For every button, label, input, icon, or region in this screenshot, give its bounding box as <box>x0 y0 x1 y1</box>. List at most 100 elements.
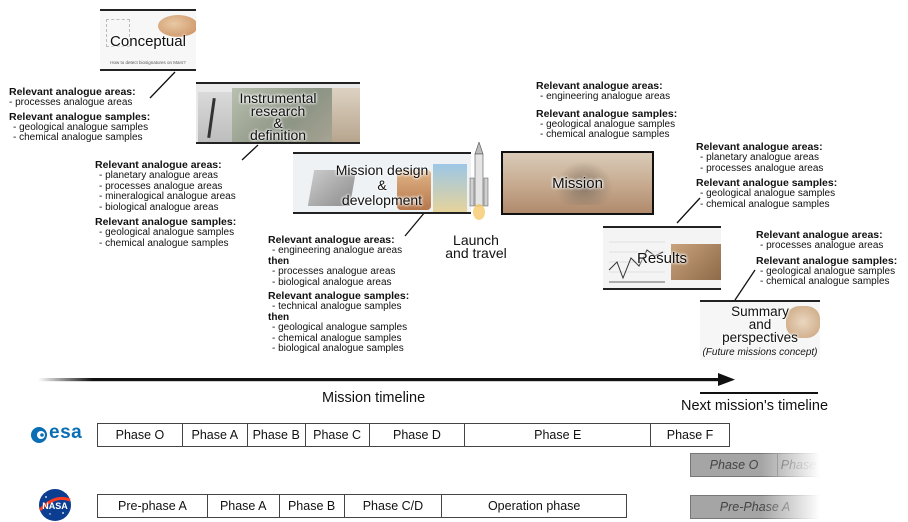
info-mission-areas-title: Relevant analogue areas: <box>536 80 663 92</box>
connector-results <box>676 197 701 224</box>
summary-photo <box>786 306 820 338</box>
esa-phase-cell: Phase F <box>651 424 730 446</box>
info-mission-design-areas-title: Relevant analogue areas: <box>268 234 395 246</box>
info-summary: Relevant analogue areas: - processes ana… <box>756 229 897 288</box>
connector-conceptual <box>149 71 176 99</box>
info-conceptual-samples-title: Relevant analogue samples: <box>9 110 151 123</box>
esa-phase-row: Phase O Phase A Phase B Phase C Phase D … <box>97 423 730 447</box>
nasa-phase-cell: Phase C/D <box>345 495 443 517</box>
info-mission-design-then1: then <box>268 255 290 267</box>
stage-mission-design-line2: & <box>377 177 387 193</box>
nasa-phase-cell: Pre-phase A <box>98 495 208 517</box>
stage-instrumental-line1: Instrumental <box>239 90 317 106</box>
esa-next-phase-row: Phase O Phase <box>690 453 820 477</box>
info-mission-design-then2: then <box>268 311 290 323</box>
mars-globe-image <box>397 170 431 210</box>
stage-results-label: Results <box>636 250 688 267</box>
info-summary-areas-title: Relevant analogue areas: <box>756 229 883 241</box>
info-summary-sample-0: - geological analogue samples <box>760 265 896 277</box>
esa-logo-icon <box>31 427 47 443</box>
info-results-area-0: - planetary analogue areas <box>700 152 819 163</box>
stage-summary-line1: Summary <box>731 304 789 319</box>
info-mission-area-0: - engineering analogue areas <box>540 91 671 102</box>
nasa-phase-row: Pre-phase A Phase A Phase B Phase C/D Op… <box>97 494 627 518</box>
stage-instrumental-line4: definition <box>249 127 307 143</box>
esa-phase-cell: Phase B <box>248 424 306 446</box>
info-results-sample-0: - geological analogue samples <box>700 188 836 199</box>
nasa-logo-icon: NASA <box>38 489 71 521</box>
info-summary-area-0: - processes analogue areas <box>760 240 884 251</box>
info-instrumental: Relevant analogue areas: - planetary ana… <box>95 159 236 249</box>
info-mission-design-area-b1: - biological analogue areas <box>272 276 392 288</box>
connector-summary <box>734 269 756 301</box>
launch-line2: and travel <box>445 245 507 261</box>
info-instrumental-area-1: - processes analogue areas <box>99 180 223 192</box>
nasa-phase-cell: Phase A <box>208 495 280 517</box>
lab-photo <box>232 88 332 142</box>
rocket-icon <box>469 142 489 220</box>
next-mission-timeline-label: Next mission's timeline <box>681 398 829 414</box>
stage-summary-line2: and <box>748 317 772 332</box>
info-summary-samples-title: Relevant analogue samples: <box>756 254 898 267</box>
esa-phase-cell: Phase D <box>370 424 466 446</box>
info-mission-design-sample-b2: - biological analogue samples <box>272 343 404 354</box>
esa-phase-cell: Phase C <box>306 424 370 446</box>
esa-phase-cell: Phase A <box>183 424 248 446</box>
info-mission-design-sample-b0: - geological analogue samples <box>272 322 408 333</box>
mission-timeline-label: Mission timeline <box>322 390 426 406</box>
info-instrumental-sample-1: - chemical analogue samples <box>99 237 229 249</box>
info-instrumental-area-0: - planetary analogue areas <box>99 170 218 181</box>
info-instrumental-sample-0: - geological analogue samples <box>99 227 235 238</box>
info-conceptual-sample-0: - geological analogue samples <box>13 121 149 133</box>
info-mission-samples-title: Relevant analogue samples: <box>536 107 678 120</box>
stage-summary-note: (Future missions concept) <box>702 347 818 358</box>
timeline-arrow-shaft <box>38 378 720 382</box>
info-instrumental-area-2: - mineralogical analogue areas <box>99 191 236 202</box>
info-mission-design: Relevant analogue areas: - engineering a… <box>268 234 409 355</box>
stage-instrumental: Instrumental research & definition <box>196 82 360 144</box>
timeline-arrow-head <box>718 373 735 386</box>
stage-conceptual: Conceptual How to detect biosignatures o… <box>100 9 196 71</box>
esa-next-phase-cell: Phase O <box>690 453 778 477</box>
info-conceptual-area-0: - processes analogue areas <box>9 97 133 108</box>
esa-logo-text: esa <box>49 422 83 443</box>
nasa-phase-cell: Operation phase <box>442 495 627 517</box>
info-mission-design-samples-title: Relevant analogue samples: <box>268 290 410 302</box>
esa-next-phase-cell: Phase <box>778 453 820 477</box>
info-instrumental-area-3: - biological analogue areas <box>99 201 219 213</box>
stage-mission-design-line1: Mission design <box>335 162 429 178</box>
info-mission-design-area-a0: - engineering analogue areas <box>272 245 403 256</box>
stage-mission-label: Mission <box>552 175 603 192</box>
info-conceptual: Relevant analogue areas: - processes ana… <box>9 86 150 144</box>
stage-instrumental-line3: & <box>273 115 283 131</box>
nasa-phase-cell: Phase B <box>280 495 345 517</box>
conceptual-blob-image <box>158 15 196 37</box>
info-mission-sample-0: - geological analogue samples <box>540 118 676 130</box>
info-summary-sample-1: - chemical analogue samples <box>760 276 890 287</box>
esa-phase-cell: Phase O <box>98 424 183 446</box>
info-results: Relevant analogue areas: - planetary ana… <box>696 141 837 210</box>
info-instrumental-samples-title: Relevant analogue samples: <box>95 216 237 228</box>
launch-line1: Launch <box>453 232 499 248</box>
esa-phase-cell: Phase E <box>465 424 652 446</box>
info-results-area-1: - processes analogue areas <box>700 162 824 174</box>
stage-mission-design-line3: development <box>341 192 423 208</box>
info-instrumental-areas-title: Relevant analogue areas: <box>95 159 222 171</box>
info-results-areas-title: Relevant analogue areas: <box>696 141 823 153</box>
stage-mission-design: Mission design & development <box>293 152 471 214</box>
stage-instrumental-line2: research <box>250 103 306 119</box>
results-photo <box>671 244 721 280</box>
info-mission-design-sample-b1: - chemical analogue samples <box>272 332 402 344</box>
nasa-logo-text: NASA <box>42 501 68 511</box>
stage-conceptual-caption: How to detect biosignatures on Mars? <box>110 60 186 65</box>
info-mission-design-sample-a0: - technical analogue samples <box>272 301 402 312</box>
stage-conceptual-label: Conceptual <box>110 33 186 50</box>
info-results-sample-1: - chemical analogue samples <box>700 198 830 210</box>
launch-label: Launch and travel <box>436 232 516 261</box>
info-mission: Relevant analogue areas: - engineering a… <box>536 80 677 141</box>
nasa-next-phase-row: Pre-Phase A <box>690 495 820 519</box>
info-mission-design-area-b0: - processes analogue areas <box>272 266 396 277</box>
connector-mission-design <box>404 211 426 237</box>
info-mission-sample-1: - chemical analogue samples <box>540 129 670 140</box>
